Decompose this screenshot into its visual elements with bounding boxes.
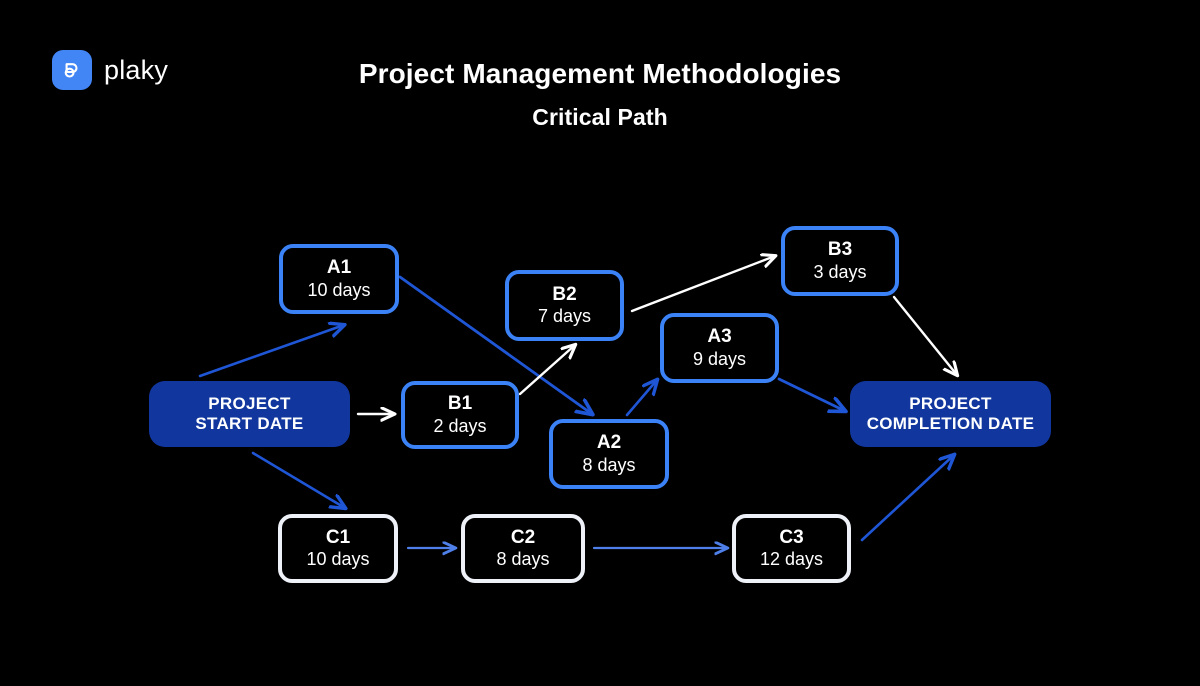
edge-start-to-C1 — [251, 451, 345, 508]
task-node-duration: 7 days — [537, 306, 592, 327]
task-node-label: A2 — [596, 432, 622, 454]
task-node-duration: 9 days — [692, 348, 747, 369]
task-node-label: B1 — [447, 393, 473, 415]
task-node-duration: 2 days — [433, 415, 487, 436]
task-node-label: B2 — [552, 283, 577, 305]
page-title: Project Management Methodologies — [358, 58, 842, 89]
task-node-label: B3 — [827, 239, 853, 261]
terminal-node-text: PROJECT — [909, 393, 992, 413]
task-node-label: C2 — [510, 526, 536, 548]
task-node-duration: 8 days — [496, 549, 550, 570]
task-node-label: A1 — [326, 257, 352, 279]
task-node-label: A3 — [707, 326, 732, 348]
edge-B1-to-B2 — [518, 345, 575, 396]
terminal-node-text: PROJECT — [208, 393, 291, 413]
plaky-logo-icon — [52, 50, 92, 90]
edge-C3-to-end — [860, 455, 954, 542]
edge-start-to-A1 — [198, 325, 344, 378]
task-node-duration: 10 days — [307, 279, 371, 300]
task-node-label: C1 — [325, 526, 351, 548]
terminal-node-text: START DATE — [195, 414, 304, 433]
task-node-label: C3 — [779, 526, 804, 548]
task-node-duration: 12 days — [759, 549, 824, 570]
brand-name: plaky — [104, 54, 169, 85]
page-subtitle: Critical Path — [532, 104, 668, 130]
task-node-duration: 10 days — [306, 549, 370, 570]
task-node-duration: 8 days — [582, 454, 636, 475]
brand-logo: plaky — [52, 50, 168, 90]
terminal-node-text: COMPLETION DATE — [866, 414, 1035, 433]
edge-A2-to-A3 — [625, 380, 657, 417]
edge-A3-to-end — [777, 377, 845, 411]
edge-B3-to-end — [892, 295, 957, 375]
edge-A1-to-A2 — [398, 275, 592, 414]
task-node-duration: 3 days — [813, 261, 867, 282]
edge-B2-to-B3 — [630, 256, 775, 313]
